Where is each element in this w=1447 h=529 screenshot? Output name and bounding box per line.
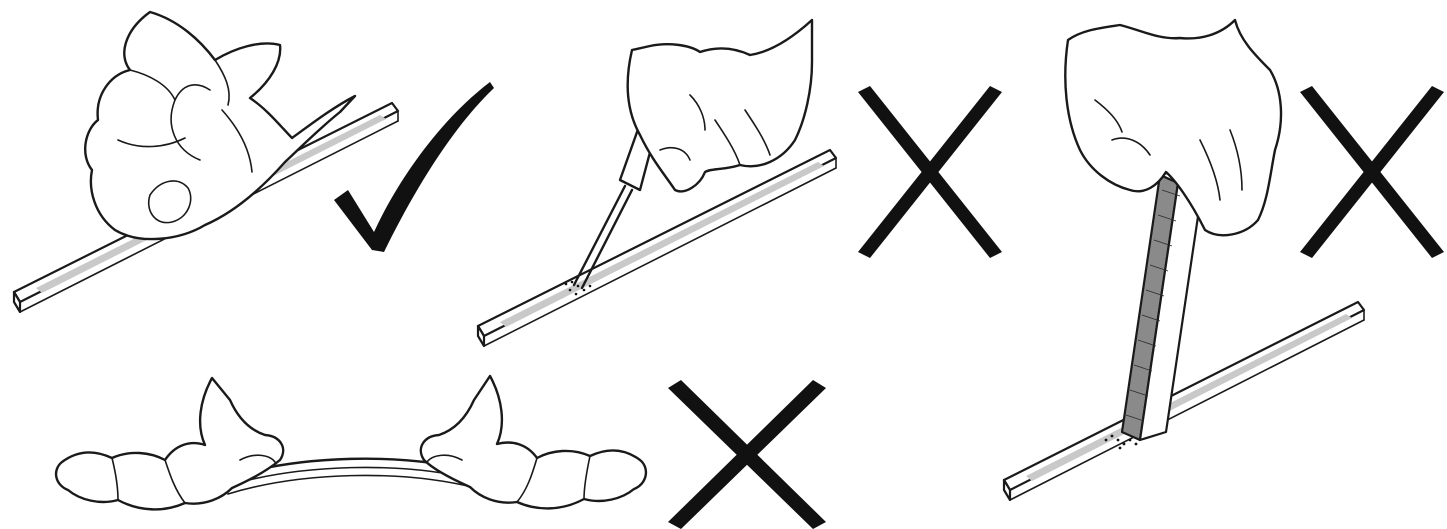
sealing-strip-2 bbox=[478, 150, 836, 346]
panel-bend-strip bbox=[56, 376, 826, 529]
panel-file-with-rasp bbox=[1004, 20, 1444, 500]
panel-wipe-with-cloth bbox=[14, 12, 494, 312]
cross-icon bbox=[668, 380, 826, 529]
left-hand-bending bbox=[56, 378, 283, 509]
sealing-strip-3 bbox=[1004, 302, 1364, 500]
right-hand-bending bbox=[421, 376, 646, 508]
checkmark-icon bbox=[334, 82, 494, 252]
hand-with-cloth bbox=[85, 12, 355, 239]
hand-holding-screwdriver bbox=[628, 20, 812, 191]
cross-icon bbox=[1300, 86, 1444, 258]
cross-icon bbox=[858, 86, 1002, 258]
panel-scrape-with-screwdriver bbox=[478, 20, 1002, 346]
